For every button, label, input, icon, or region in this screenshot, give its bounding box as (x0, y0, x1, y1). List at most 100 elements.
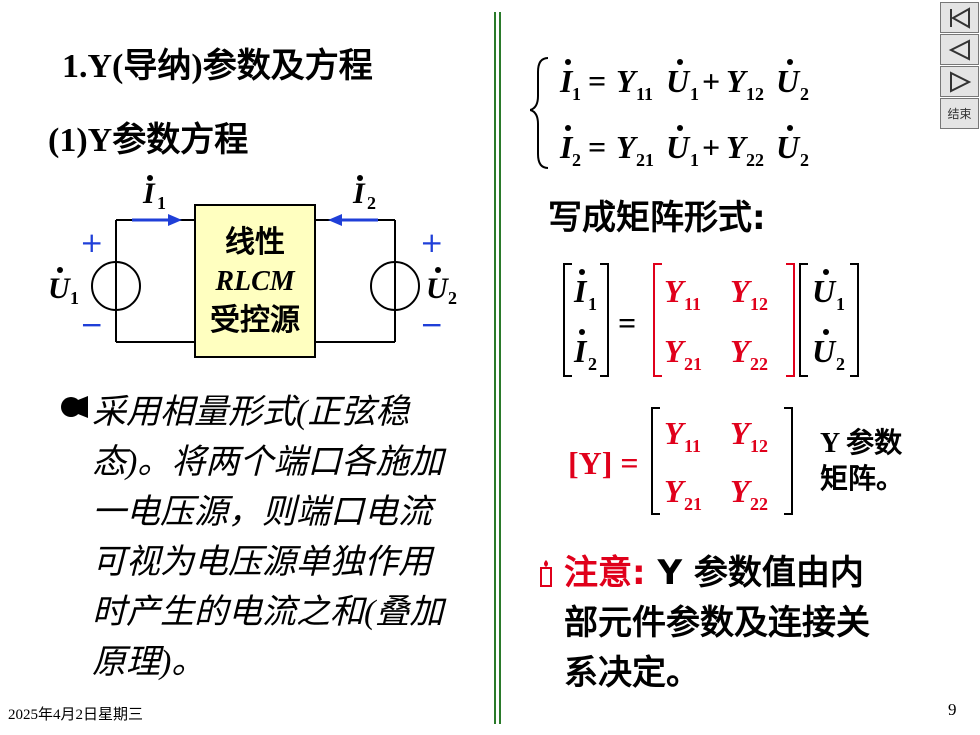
i2-dot-icon (357, 175, 363, 181)
mat-y11-sub: 11 (684, 294, 701, 314)
y-matrix-note: Y 参数 矩阵。 (820, 426, 904, 498)
def-y11: Y (664, 415, 686, 451)
eq2-y22: Y (726, 129, 748, 165)
first-slide-button[interactable] (940, 2, 979, 33)
mat-i2-sub: 2 (588, 354, 597, 374)
eq2-lhs-sub: 2 (572, 150, 581, 170)
matrix-equation: I 1 I 2 = Y 11 Y 12 Y 21 Y 22 U 1 U 2 (563, 263, 859, 377)
eq1-y12-sub: 12 (746, 84, 764, 104)
end-show-button[interactable]: 结束 (940, 98, 979, 129)
u2-label: U (426, 272, 449, 305)
eq1-lhs-dot-icon (565, 59, 571, 65)
page-number: 9 (948, 700, 957, 719)
section-subtitle: (1)Y参数方程 (48, 122, 249, 159)
eq2-y21-sub: 21 (636, 150, 654, 170)
u1-dot-icon (57, 267, 63, 273)
next-slide-icon (941, 67, 978, 96)
eq1-u2-dot-icon (787, 59, 793, 65)
footer-date: 2025年4月2日星期三 (8, 707, 144, 723)
plus-sign-2: + (420, 226, 443, 259)
y-matrix-definition: [Y] = Y 11 Y 12 Y 21 Y 22 (568, 407, 793, 515)
box-line2: RLCM (214, 266, 295, 297)
i2-sub: 2 (367, 193, 376, 213)
network-box (194, 204, 316, 358)
mat-i2: I (573, 333, 588, 369)
current-arrow-1-icon (168, 214, 182, 226)
eq1-eq: = (588, 63, 606, 99)
mat-y11: Y (664, 273, 686, 309)
two-port-circuit: 线性 RLCM 受控源 I 1 I 2 U 1 U 2 + − + − (48, 175, 457, 358)
mat-u1-sub: 1 (836, 294, 845, 314)
section-title: 1.Y(导纳)参数及方程 (62, 48, 373, 85)
note-line3: 系决定。 (564, 653, 700, 693)
speaker-bullet-icon (58, 392, 92, 430)
eq2-eq: = (588, 129, 606, 165)
previous-slide-button[interactable] (940, 34, 979, 65)
mat-u1: U (812, 273, 837, 309)
def-y21: Y (664, 473, 686, 509)
eq1-lhs-sub: 1 (572, 84, 581, 104)
eq1-u2: U (776, 63, 801, 99)
end-show-label: 结束 (947, 107, 972, 121)
mat-i1-sub: 1 (588, 294, 597, 314)
def-y22: Y (730, 473, 752, 509)
mat-u2-dot-icon (823, 329, 829, 335)
eq2-u1-sub: 1 (690, 150, 699, 170)
mat-i2-dot-icon (579, 329, 585, 335)
def-y12: Y (730, 415, 752, 451)
mat-y22-sub: 22 (750, 354, 768, 374)
eq2-plus: + (702, 129, 720, 165)
u2-dot-icon (435, 267, 441, 273)
eq1-lhs: I (559, 63, 574, 99)
i1-label: I (142, 177, 156, 210)
mat-eq-sign: = (618, 305, 636, 341)
y-matrix-lhs: [Y] = (568, 445, 639, 481)
y-equations: I 1 = Y 11 U 1 + Y 12 U 2 I 2 = Y 21 U 1… (530, 57, 809, 170)
def-y11-sub: 11 (684, 436, 701, 456)
i2-label: I (352, 177, 366, 210)
def-y21-sub: 21 (684, 494, 702, 514)
mat-i1-dot-icon (579, 269, 585, 275)
y-matrix-note-line1: Y 参数 (820, 428, 903, 459)
i1-dot-icon (147, 175, 153, 181)
current-arrow-2-icon (328, 214, 342, 226)
note-line2: 部元件参数及连接关 (564, 603, 870, 643)
eq2-u1-dot-icon (677, 125, 683, 131)
mat-u2: U (812, 333, 837, 369)
i1-sub: 1 (157, 193, 166, 213)
u1-label: U (48, 272, 71, 305)
eq2-u2: U (776, 129, 801, 165)
u1-sub: 1 (70, 288, 79, 308)
mat-i1: I (573, 273, 588, 309)
note-prefix: 注意: (564, 553, 646, 593)
def-y12-sub: 12 (750, 436, 768, 456)
first-slide-icon (941, 3, 978, 32)
vertical-divider (494, 12, 496, 724)
note-line1: Y 参数值由内 (645, 553, 864, 593)
eq2-u1: U (666, 129, 691, 165)
matrix-form-label: 写成矩阵形式: (548, 198, 766, 238)
eq1-y12: Y (726, 63, 748, 99)
next-slide-button[interactable] (940, 66, 979, 97)
note-paragraph: 注意: Y 参数值由内 部元件参数及连接关 系决定。 (564, 548, 870, 698)
eq1-y11-sub: 11 (636, 84, 653, 104)
eq2-u2-dot-icon (787, 125, 793, 131)
previous-slide-icon (941, 35, 978, 64)
eq1-y11: Y (616, 63, 638, 99)
eq2-y21: Y (616, 129, 638, 165)
minus-sign-2: − (420, 308, 443, 341)
u2-sub: 2 (448, 288, 457, 308)
mat-y21: Y (664, 333, 686, 369)
mat-u2-sub: 2 (836, 354, 845, 374)
box-line3: 受控源 (210, 303, 300, 338)
y-matrix-note-line2: 矩阵。 (820, 464, 905, 495)
bullet-paragraph: 采用相量形式(正弦稳态)。将两个端口各施加一电压源，则端口电流可视为电压源单独作… (92, 394, 444, 681)
plus-sign-1: + (80, 226, 103, 259)
mat-y21-sub: 21 (684, 354, 702, 374)
mat-u1-dot-icon (823, 269, 829, 275)
eq1-u2-sub: 2 (800, 84, 809, 104)
eq1-u1-sub: 1 (690, 84, 699, 104)
eq1-u1: U (666, 63, 691, 99)
mat-y22: Y (730, 333, 752, 369)
vertical-divider-second (499, 12, 501, 724)
